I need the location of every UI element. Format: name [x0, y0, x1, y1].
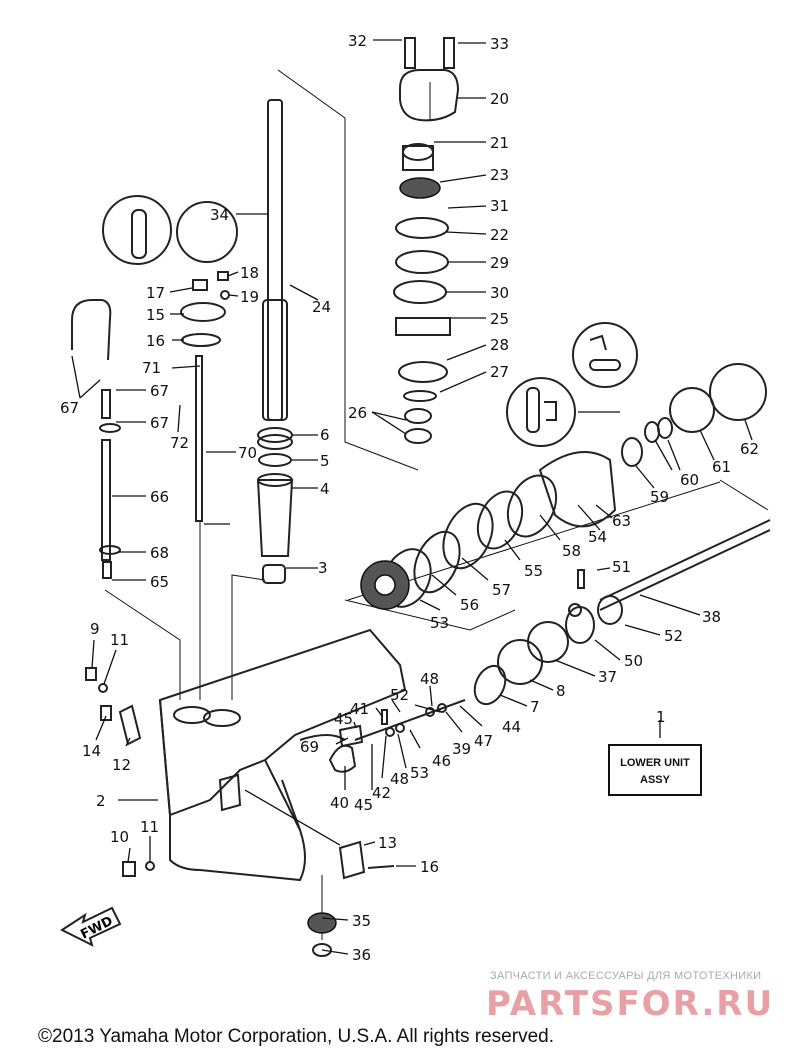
callout-19: 18	[240, 264, 259, 282]
callout-26: 25	[490, 310, 509, 328]
drive-shaft-assembly	[256, 99, 294, 584]
callout-60: 60	[680, 471, 699, 489]
callout-11-lower: 11	[140, 818, 159, 836]
callout-50: 51	[612, 558, 631, 576]
callout-61: 61	[712, 458, 731, 476]
callout-67-left: 67	[60, 399, 79, 417]
callout-43: 42	[372, 784, 391, 802]
assy-line1: LOWER UNIT	[620, 757, 690, 769]
callout-18: 17	[146, 284, 165, 302]
propeller-shaft-stack	[382, 363, 771, 706]
callout-64: 65	[150, 573, 169, 591]
callout-12: 13	[378, 834, 397, 852]
callout-71: 72	[170, 434, 189, 452]
callout-24: 23	[490, 166, 509, 184]
callout-2: 2	[96, 792, 106, 810]
callout-55: 55	[524, 562, 543, 580]
assembly-guide-lines	[104, 69, 769, 940]
callout-16: 15	[146, 306, 165, 324]
callout-29: 28	[490, 336, 509, 354]
callout-49: 50	[624, 652, 643, 670]
callout-58: 58	[562, 542, 581, 560]
callout-51: 52	[664, 627, 683, 645]
callout-10: 10	[110, 828, 129, 846]
callout-66: 67	[150, 382, 169, 400]
lower-unit-housing	[118, 628, 407, 882]
callout-28: 27	[490, 363, 509, 381]
callout-22: 21	[490, 134, 509, 152]
callout-13: 12	[112, 756, 131, 774]
callout-65: 66	[150, 488, 169, 506]
callout-67-upper: 67	[150, 414, 169, 432]
callout-47: 48	[420, 670, 439, 688]
callout-45-upper: 45	[334, 710, 353, 728]
callout-52-lower: 53	[410, 764, 429, 782]
callout-9: 9	[90, 620, 100, 638]
bevel-gear	[360, 560, 410, 610]
leader-lines	[71, 39, 753, 955]
callout-numbers: 32 33 20 21 23 31 22 29 30 25 28 27 26 3…	[60, 32, 759, 964]
callout-54: 54	[588, 528, 607, 546]
callout-33: 32	[348, 32, 367, 50]
callout-48-right: 47	[474, 732, 493, 750]
callout-31: 30	[490, 284, 509, 302]
callout-30: 29	[490, 254, 509, 272]
callout-20: 19	[240, 288, 259, 306]
callout-56: 56	[460, 596, 479, 614]
callout-39: 38	[702, 608, 721, 626]
callout-67-lower: 68	[150, 544, 169, 562]
callout-42: 41	[350, 700, 369, 718]
callout-5: 5	[320, 452, 330, 470]
detail-callouts	[102, 195, 638, 447]
callout-15: 14	[82, 742, 101, 760]
callout-36: 35	[352, 912, 371, 930]
callout-17: 16	[146, 332, 165, 350]
callout-41: 40	[330, 794, 349, 812]
callout-62: 62	[740, 440, 759, 458]
callout-25: 24	[312, 298, 331, 316]
lower-unit-assy-box: LOWER UNIT ASSY	[608, 744, 702, 796]
callout-23: 22	[490, 226, 509, 244]
callout-40: 39	[452, 740, 471, 758]
watermark-brand: PARTSFOR.RU	[486, 984, 775, 1024]
callout-7: 7	[530, 698, 540, 716]
callout-63: 63	[612, 512, 631, 530]
callout-38: 37	[598, 668, 617, 686]
callout-8: 8	[556, 682, 566, 700]
callout-34: 33	[490, 35, 509, 53]
callout-6: 6	[320, 426, 330, 444]
callout-59: 59	[650, 488, 669, 506]
water-pump-stack	[393, 37, 460, 444]
callout-32: 31	[490, 197, 509, 215]
callout-4: 4	[320, 480, 330, 498]
callout-11-upper: 11	[110, 631, 129, 649]
callout-57: 57	[492, 581, 511, 599]
callout-45-lower: 45	[354, 796, 373, 814]
callout-37: 36	[352, 946, 371, 964]
callout-1: 1	[656, 708, 666, 726]
callout-3: 3	[318, 559, 328, 577]
callout-35: 34	[210, 206, 229, 224]
assy-line2: ASSY	[640, 774, 670, 786]
watermark-tagline: ЗАПЧАСТИ И АКСЕССУАРЫ ДЛЯ МОТОТЕХНИКИ	[490, 970, 762, 982]
callout-69: 70	[238, 444, 257, 462]
callout-21: 20	[490, 90, 509, 108]
callout-46: 46	[432, 752, 451, 770]
copyright-notice: ©2013 Yamaha Motor Corporation, U.S.A. A…	[38, 1026, 554, 1047]
callout-27: 26	[348, 404, 367, 422]
callout-70: 71	[142, 359, 161, 377]
callout-14: 16	[420, 858, 439, 876]
callout-53: 53	[430, 614, 449, 632]
callout-68: 69	[300, 738, 319, 756]
callout-52-upper: 52	[390, 686, 409, 704]
callout-44: 44	[502, 718, 521, 736]
fwd-arrow: FWD	[59, 906, 122, 947]
callout-48-left: 48	[390, 770, 409, 788]
shift-rod-assembly	[71, 299, 203, 579]
